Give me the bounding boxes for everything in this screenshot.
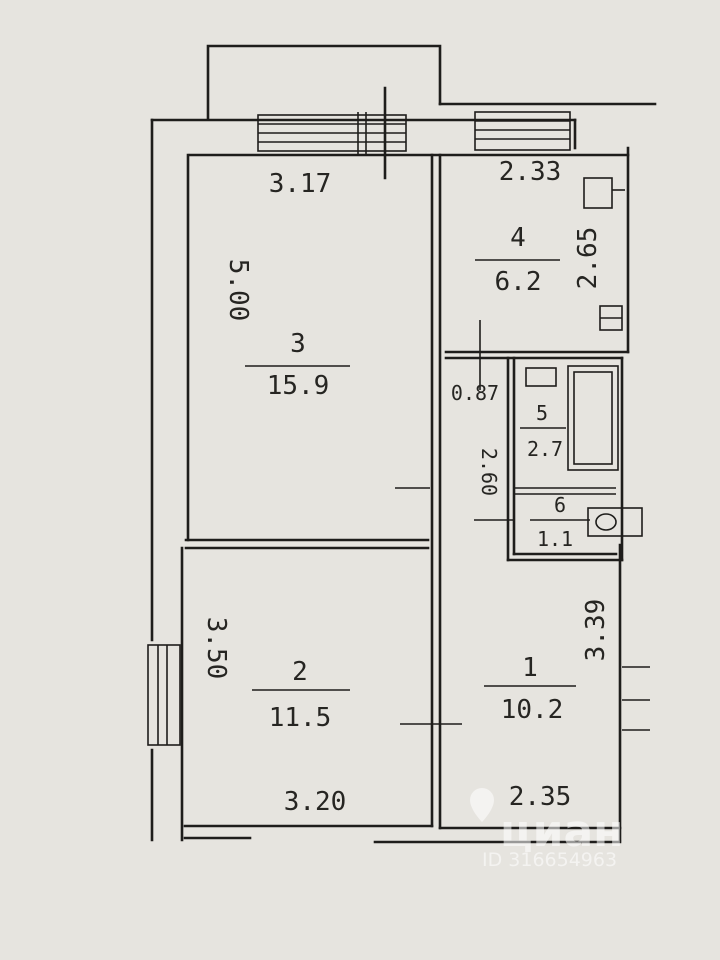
- sink-icon: [599, 305, 623, 331]
- room-area: 1.1: [537, 527, 573, 551]
- outer-walls: [150, 118, 630, 844]
- window-room-2: [147, 644, 181, 746]
- dimension-room4-width: 2.33: [499, 157, 562, 187]
- room-number: 5: [536, 401, 548, 425]
- room-area: 11.5: [269, 703, 332, 733]
- room-label-1: 1 10.2: [484, 653, 576, 725]
- room-number: 6: [554, 493, 566, 517]
- room-area: 15.9: [267, 371, 330, 401]
- balcony: [206, 44, 657, 120]
- dimension-room2-length: 3.50: [201, 617, 231, 680]
- bathtub-icon: [567, 365, 619, 471]
- washbasin-icon: [525, 367, 557, 387]
- window-room-3: [257, 86, 407, 180]
- dimension-room2-width: 3.20: [284, 787, 347, 817]
- watermark-id: ID 316654963: [482, 849, 617, 871]
- interior-walls: [184, 153, 650, 830]
- room-label-5: 5 2.7: [520, 401, 566, 461]
- window-room-4: [474, 111, 571, 151]
- dimension-room4-length: 2.65: [573, 227, 603, 290]
- dimension-room1-length: 3.39: [581, 599, 611, 662]
- room-label-2: 2 11.5: [252, 657, 350, 733]
- room-number: 3: [290, 329, 306, 359]
- room-area: 2.7: [527, 437, 563, 461]
- dimension-passage-width: 0.87: [451, 381, 499, 405]
- location-pin-icon: [470, 788, 494, 822]
- watermark-brand: циан: [500, 806, 624, 857]
- dimension-room3-length: 5.00: [223, 259, 253, 322]
- room-area: 6.2: [495, 267, 542, 297]
- dimension-room1-width: 2.35: [509, 782, 572, 812]
- room-number: 1: [522, 653, 538, 683]
- room-number: 4: [510, 223, 526, 253]
- stove-icon: [583, 177, 625, 209]
- room-label-6: 6 1.1: [530, 493, 590, 551]
- dimension-passage-length: 2.60: [477, 448, 501, 496]
- room-number: 2: [292, 657, 308, 687]
- room-label-3: 3 15.9: [245, 329, 350, 401]
- watermark: циан ID 316654963: [470, 788, 624, 871]
- dimension-room3-width: 3.17: [269, 169, 332, 199]
- room-area: 10.2: [501, 695, 564, 725]
- toilet-icon: [587, 507, 643, 537]
- room-label-4: 4 6.2: [475, 223, 560, 297]
